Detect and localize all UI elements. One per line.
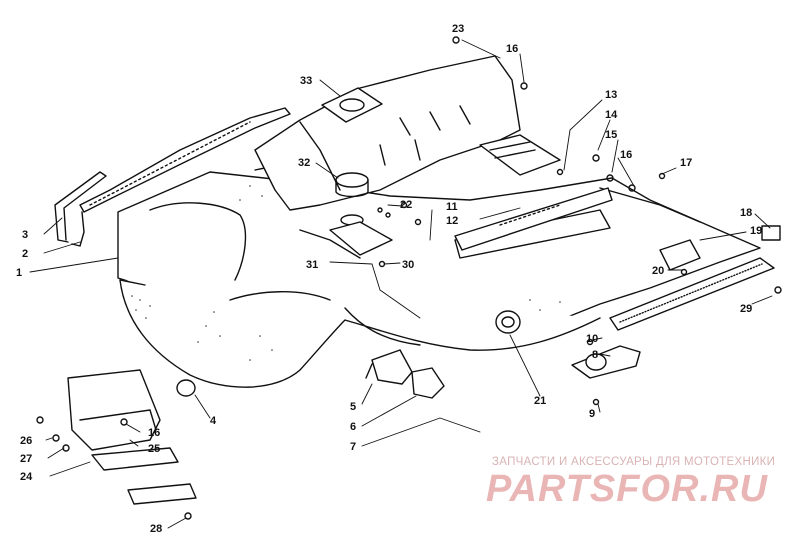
callout-25: 25 [148, 443, 160, 455]
callout-16: 16 [506, 43, 518, 55]
callout-22: 22 [400, 199, 412, 211]
callout-31: 31 [306, 259, 318, 271]
front-cowl [254, 55, 521, 211]
grommet [495, 310, 521, 334]
callout-30: 30 [402, 259, 414, 271]
callout-15: 15 [605, 129, 617, 141]
filler-plate [321, 87, 383, 123]
watermark-tagline: ЗАПЧАСТИ И АКСЕССУАРЫ ДЛЯ МОТОТЕХНИКИ [492, 456, 776, 468]
callout-10: 10 [586, 333, 598, 345]
callout-20: 20 [652, 265, 664, 277]
callout-3: 3 [22, 229, 28, 241]
callout-18: 18 [740, 207, 752, 219]
callout-14: 14 [605, 109, 618, 121]
callout-32: 32 [298, 157, 310, 169]
filler-neck [335, 172, 369, 188]
callout-7: 7 [350, 441, 356, 453]
callout-33: 33 [300, 75, 312, 87]
callout-13: 13 [605, 89, 617, 101]
callout-4: 4 [210, 415, 217, 427]
callout-11: 11 [446, 201, 458, 213]
callout-23: 23 [452, 23, 464, 35]
handle [54, 171, 107, 243]
callout-6: 6 [350, 421, 356, 433]
callout-27: 27 [20, 453, 32, 465]
callout-12: 12 [446, 215, 458, 227]
callout-9: 9 [589, 408, 595, 420]
callout-21: 21 [534, 395, 546, 407]
belly-pan-lower [119, 279, 601, 388]
callout-26: 26 [20, 435, 32, 447]
callout-24: 24 [20, 471, 33, 483]
callout-8: 8 [592, 349, 598, 361]
trim-strip [79, 107, 291, 213]
callout-2: 2 [22, 248, 28, 260]
callout-1: 1 [16, 267, 22, 279]
watermark-logo: PARTSFOR.RU [486, 468, 768, 510]
side-trim [609, 257, 775, 331]
callout-29: 29 [740, 303, 752, 315]
callout-16: 16 [148, 427, 160, 439]
callout-5: 5 [350, 401, 356, 413]
callout-19: 19 [750, 225, 762, 237]
callout-28: 28 [150, 523, 162, 535]
callout-17: 17 [680, 157, 692, 169]
callout-16: 16 [620, 149, 632, 161]
